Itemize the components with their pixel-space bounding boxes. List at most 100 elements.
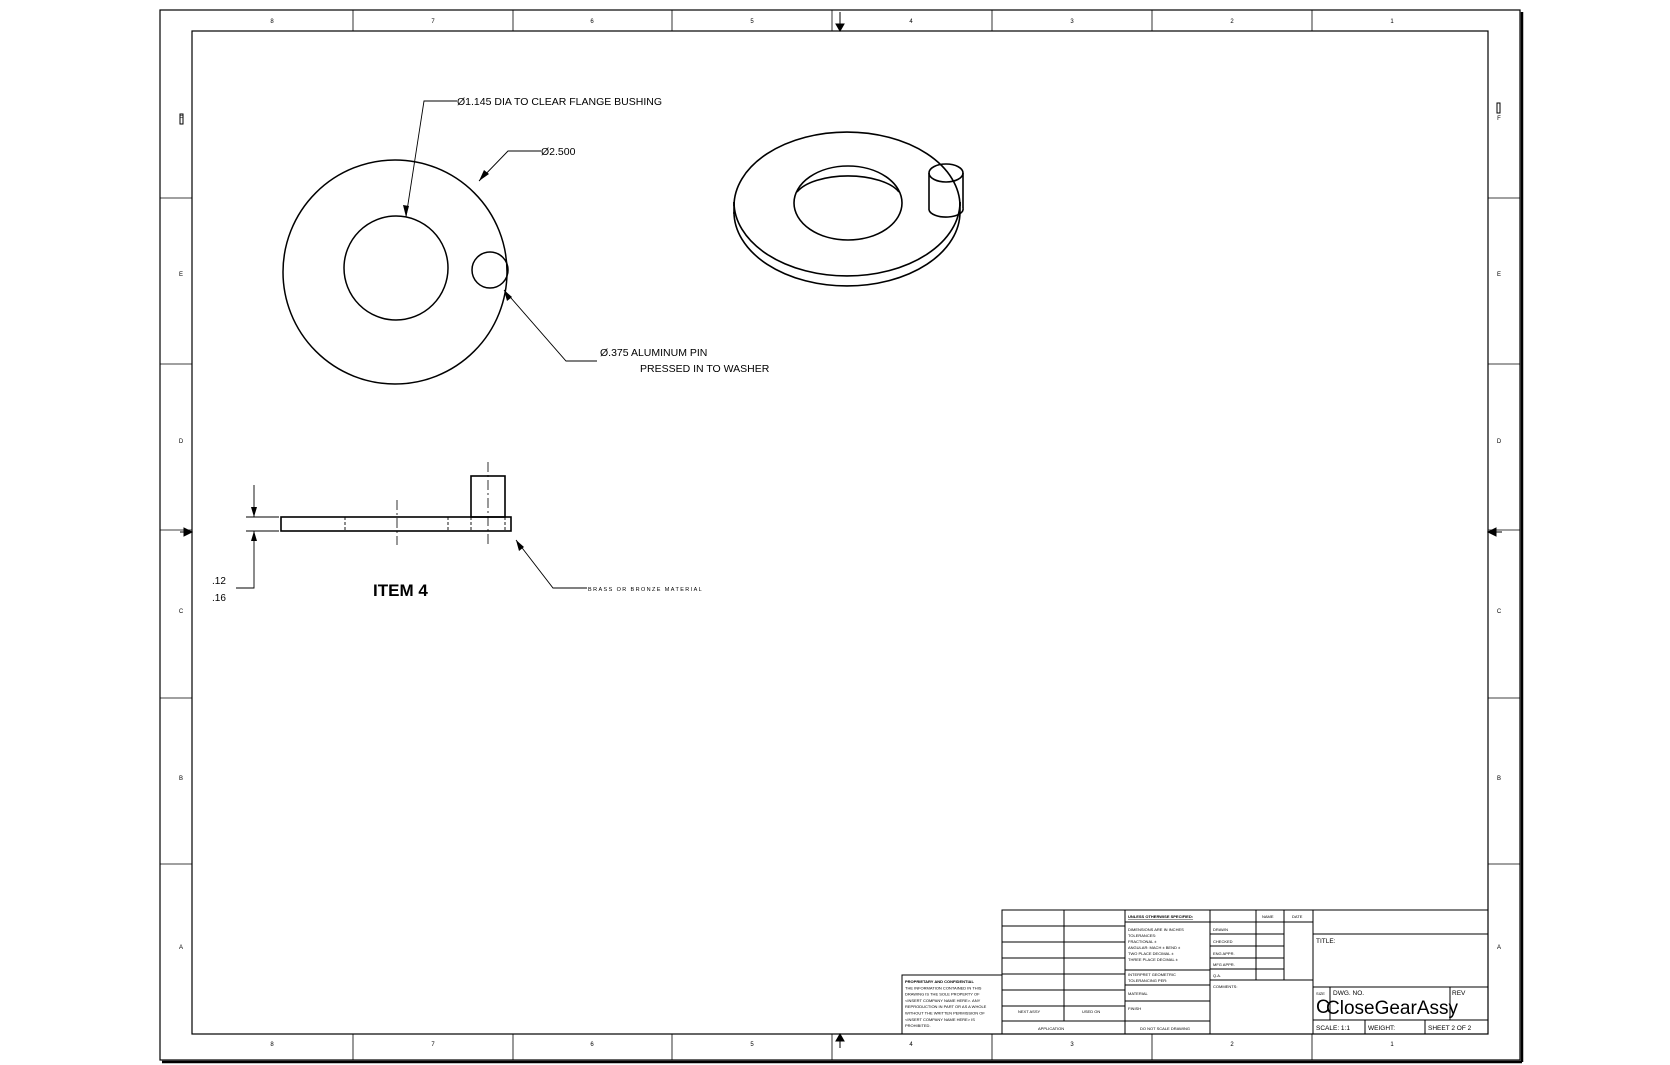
zone-label: 7 (431, 1042, 435, 1048)
proprietary-line: THE INFORMATION CONTAINED IN THIS (905, 985, 982, 990)
tb-rev-label: REV (1452, 990, 1466, 997)
zone-label: C (1497, 609, 1502, 615)
proprietary-line: PROPRIETARY AND CONFIDENTIAL (905, 979, 974, 984)
tb-unless-specified: UNLESS OTHERWISE SPECIFIED: (1128, 914, 1193, 919)
zone-label: 8 (270, 19, 274, 25)
leader-lines (405, 100, 597, 589)
tb-used-on: USED ON (1082, 1009, 1100, 1014)
zone-label: 3 (1070, 19, 1074, 25)
zone-label: A (1497, 945, 1501, 951)
proprietary-line: PROHIBITED. (905, 1023, 931, 1028)
tb-do-not-scale: DO NOT SCALE DRAWING (1140, 1026, 1190, 1031)
tb-mfg-appr: MFG APPR. (1213, 962, 1235, 967)
side-view-centerlines (396, 462, 489, 546)
zone-label: 6 (590, 1042, 594, 1048)
tb-dims-in-inches: DIMENSIONS ARE IN INCHES (1128, 927, 1184, 932)
zone-label: 5 (750, 1042, 754, 1048)
tb-scale: SCALE: 1:1 (1316, 1025, 1350, 1032)
tb-sheet: SHEET 2 OF 2 (1428, 1025, 1472, 1032)
sheet-inner-border (191, 30, 1489, 1035)
tb-size-label: SIZE (1316, 991, 1325, 996)
tb-weight: WEIGHT: (1368, 1025, 1395, 1032)
material-note: BRASS OR BRONZE MATERIAL (588, 587, 703, 593)
washer-outer-circle (282, 159, 508, 385)
tb-three-place: THREE PLACE DECIMAL ± (1128, 957, 1179, 962)
pin-note-line1: Ø.375 ALUMINUM PIN (600, 347, 707, 359)
zone-label: 5 (750, 19, 754, 25)
zone-label: D (1497, 439, 1502, 445)
zone-label: 1 (1390, 19, 1394, 25)
washer-bore-circle (343, 215, 449, 321)
proprietary-line: REPRODUCTION IN PART OR AS A WHOLE (905, 1004, 987, 1009)
item-label: ITEM 4 (373, 581, 428, 600)
zone-label: F (1497, 116, 1501, 122)
iso-outer-edge-back (733, 131, 961, 207)
thickness-upper: .12 (212, 576, 226, 587)
side-view-hidden-lines (344, 517, 506, 531)
proprietary-line: <INSERT COMPANY NAME HERE> IS (905, 1017, 975, 1022)
zone-tick-marks (160, 10, 1520, 1060)
zone-label: 4 (909, 19, 913, 25)
tb-finish: FINISH (1128, 1006, 1141, 1011)
pin-circle (471, 251, 509, 289)
iso-outer-edge-bottom (733, 211, 961, 287)
zone-label: B (179, 776, 183, 782)
zone-label: 2 (1230, 19, 1234, 25)
zone-label: 4 (909, 1042, 913, 1048)
zone-label: 3 (1070, 1042, 1074, 1048)
tb-next-assy: NEXT ASSY (1018, 1009, 1040, 1014)
title-block-text: UNLESS OTHERWISE SPECIFIED: DIMENSIONS A… (905, 914, 1472, 1032)
tb-tolerancing: TOLERANCING PER: (1128, 978, 1167, 983)
tb-dwg-number: CloseGearAssy (1326, 998, 1458, 1019)
leader-arrowheads (403, 170, 524, 551)
tb-interpret: INTERPRET GEOMETRIC (1128, 972, 1176, 977)
washer-isometric-view (733, 131, 964, 287)
tb-date-col: DATE (1292, 914, 1303, 919)
zone-label: F (179, 116, 183, 122)
zone-labels-left: F E D C B A (179, 116, 184, 951)
tb-eng-appr: ENG APPR. (1213, 951, 1235, 956)
fold-mark-left (179, 113, 184, 125)
zone-label: A (179, 945, 183, 951)
proprietary-line: WITHOUT THE WRITTEN PERMISSION OF (905, 1011, 985, 1016)
tb-title-label: TITLE: (1316, 938, 1336, 945)
thickness-lower: .16 (212, 593, 226, 604)
sheet-outer-border (159, 9, 1521, 1061)
iso-pin-top (928, 163, 964, 183)
zone-label: 2 (1230, 1042, 1234, 1048)
tb-drawn: DRAWN (1213, 927, 1228, 932)
thickness-arrowheads (251, 507, 257, 541)
iso-outer-edge-top (733, 201, 961, 277)
zone-label: C (179, 609, 184, 615)
title-block (901, 909, 1489, 1035)
proprietary-line: DRAWING IS THE SOLE PROPERTY OF (905, 992, 980, 997)
tb-dwg-no-label: DWG. NO. (1333, 990, 1364, 997)
zone-label: 1 (1390, 1042, 1394, 1048)
zone-label: B (1497, 776, 1501, 782)
tb-qa: Q.A. (1213, 973, 1221, 978)
zone-label: 6 (590, 19, 594, 25)
tb-comments: COMMENTS: (1213, 984, 1237, 989)
iso-bore-ellipse (793, 165, 903, 241)
tb-name-col: NAME (1262, 914, 1274, 919)
tb-tolerances: TOLERANCES: (1128, 933, 1156, 938)
washer-top-view (282, 159, 509, 385)
tb-fractional: FRACTIONAL ± (1128, 939, 1157, 944)
side-washer-body (280, 516, 512, 532)
zone-label: E (179, 272, 183, 278)
proprietary-line: <INSERT COMPANY NAME HERE>. ANY (905, 998, 981, 1003)
tb-two-place: TWO PLACE DECIMAL ± (1128, 951, 1174, 956)
tb-material: MATERIAL (1128, 991, 1148, 996)
washer-side-view (280, 475, 512, 532)
bore-diameter-note: Ø1.145 DIA TO CLEAR FLANGE BUSHING (457, 96, 662, 108)
zone-label: D (179, 439, 184, 445)
tb-application: APPLICATION (1038, 1026, 1064, 1031)
pin-note-line2: PRESSED IN TO WASHER (640, 363, 770, 375)
outer-diameter-note: Ø2.500 (541, 146, 576, 158)
tb-checked: CHECKED (1213, 939, 1233, 944)
